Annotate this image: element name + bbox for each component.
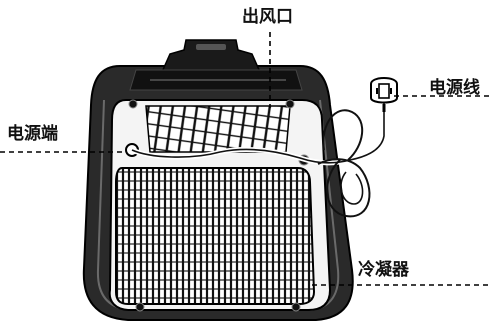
handle-slot <box>196 44 226 50</box>
screw-top-left <box>128 99 138 109</box>
power-plug <box>370 77 398 112</box>
air-outlet-grill <box>145 105 291 153</box>
screw-top-right <box>285 99 295 109</box>
label-air-outlet: 出风口 <box>242 7 293 27</box>
cord-loop-inner <box>340 171 364 205</box>
power-cord-outline <box>131 100 385 164</box>
label-power-port: 电源端 <box>7 124 58 144</box>
label-condenser: 冷凝器 <box>358 260 409 280</box>
screw-bottom-right <box>291 302 301 312</box>
condenser-grid <box>115 167 316 305</box>
cord-loop-lower <box>317 158 371 218</box>
label-power-cord: 电源线 <box>429 78 480 98</box>
cord-loop-upper <box>322 109 364 161</box>
screw-bottom-left <box>135 302 145 312</box>
